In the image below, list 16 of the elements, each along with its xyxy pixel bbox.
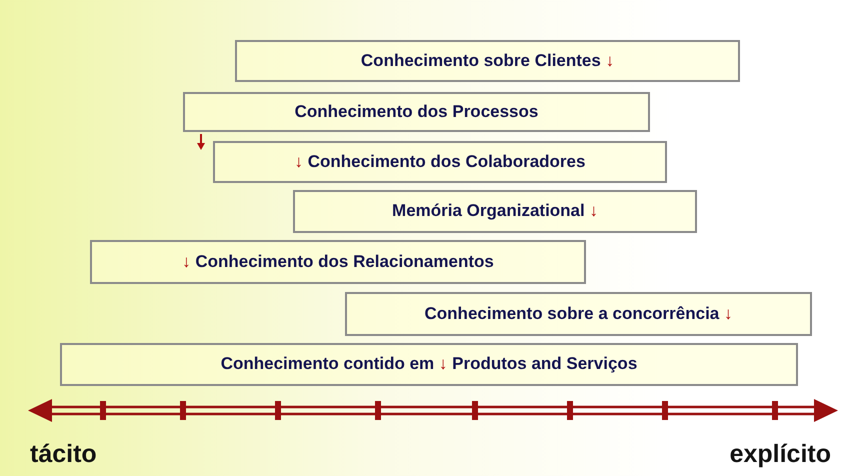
knowledge-box [60,343,798,386]
box-text: Memória Organizational ↓ [392,202,598,221]
knowledge-box [183,92,650,132]
knowledge-box [235,40,740,82]
knowledge-box [293,190,697,233]
knowledge-box [90,240,586,284]
knowledge-box [213,141,667,183]
box-text: Conhecimento sobre a concorrência ↓ [424,304,732,324]
box-text: Conhecimento dos Processos [294,102,538,122]
box-text: Conhecimento sobre Clientes ↓ [360,52,614,70]
axis-label: tácito [30,440,97,469]
box-text: Conhecimento contido em ↓ Produtos and Serviços [220,355,638,374]
axis-label: explícito [730,440,831,469]
box-text: ↓ Conhecimento dos Relacionamentos [182,252,494,272]
knowledge-box [345,292,812,336]
box-text: ↓ Conhecimento dos Colaboradores [294,152,586,172]
